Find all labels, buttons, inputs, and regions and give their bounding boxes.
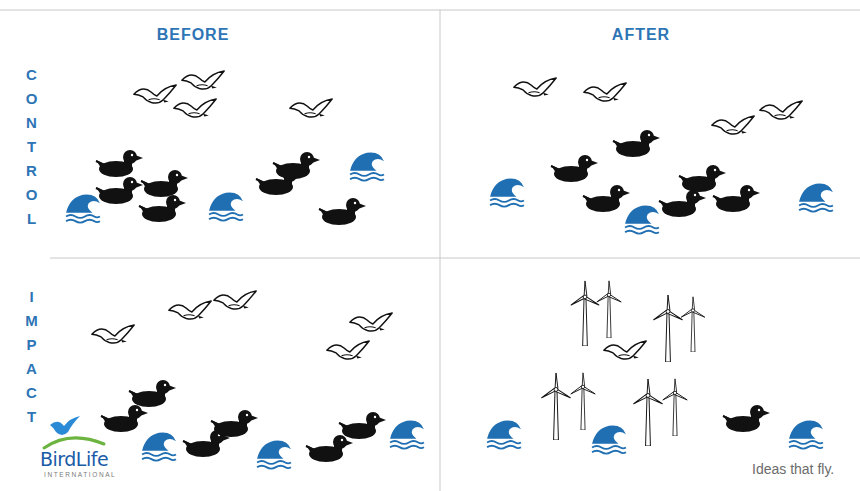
logo-subtext: INTERNATIONAL (44, 472, 116, 479)
column-header: BEFORE (157, 27, 230, 43)
duck-symbol (306, 435, 353, 462)
duck-symbol (339, 412, 386, 439)
gull-symbol (327, 341, 369, 359)
logo-bird (50, 416, 80, 435)
duck-symbol (613, 130, 660, 157)
wave-symbol (799, 184, 833, 212)
gull-symbol (134, 85, 176, 103)
wind-turbine (680, 297, 705, 352)
quadrant-divider (50, 258, 860, 259)
gull-symbol (350, 313, 392, 331)
gull-symbol (290, 99, 332, 117)
row-header: CONTROL (24, 66, 39, 234)
duck-symbol (583, 185, 630, 212)
duck-symbol (101, 405, 148, 432)
logo-swoosh (44, 438, 104, 448)
duck-symbol (273, 152, 320, 179)
wave-symbol (66, 195, 100, 223)
wave-symbol (209, 193, 243, 221)
wave-symbol (487, 421, 521, 449)
gull-symbol (604, 341, 646, 359)
wind-turbine (662, 379, 688, 436)
quadrant-divider (440, 10, 441, 491)
duck-symbol (211, 410, 258, 437)
duck-symbol (96, 177, 143, 204)
gull-symbol (760, 101, 802, 119)
wave-symbol (625, 206, 659, 234)
duck-symbol (659, 190, 706, 217)
wind-turbine (541, 373, 571, 440)
duck-symbol (679, 165, 726, 192)
wave-symbol (390, 421, 424, 449)
wave-symbol (350, 153, 384, 181)
wind-turbine (633, 379, 663, 446)
duck-symbol (723, 405, 770, 432)
tagline: Ideas that fly. (752, 462, 834, 476)
column-header: AFTER (612, 27, 670, 43)
wave-symbol (789, 421, 823, 449)
gull-symbol (92, 325, 134, 343)
duck-symbol (129, 380, 176, 407)
gull-symbol (182, 71, 224, 89)
gull-symbol (214, 291, 256, 309)
gull-symbol (584, 83, 626, 101)
duck-symbol (139, 195, 186, 222)
wind-turbine (570, 281, 599, 346)
duck-symbol (713, 185, 760, 212)
logo-text: BirdLife (40, 450, 108, 469)
wind-turbine (653, 295, 683, 362)
gull-symbol (712, 116, 754, 134)
wind-turbine (570, 373, 596, 430)
wave-symbol (257, 441, 291, 469)
row-header: IMPACT (24, 288, 39, 432)
duck-symbol (141, 170, 188, 197)
gull-symbol (514, 78, 556, 96)
wave-symbol (490, 179, 524, 207)
frame-line (0, 10, 860, 11)
wave-symbol (592, 426, 626, 454)
duck-symbol (96, 150, 143, 177)
duck-symbol (551, 155, 598, 182)
wind-turbine (596, 281, 622, 338)
duck-symbol (319, 198, 366, 225)
gull-symbol (174, 99, 216, 117)
wave-symbol (142, 433, 176, 461)
gull-symbol (169, 301, 211, 319)
